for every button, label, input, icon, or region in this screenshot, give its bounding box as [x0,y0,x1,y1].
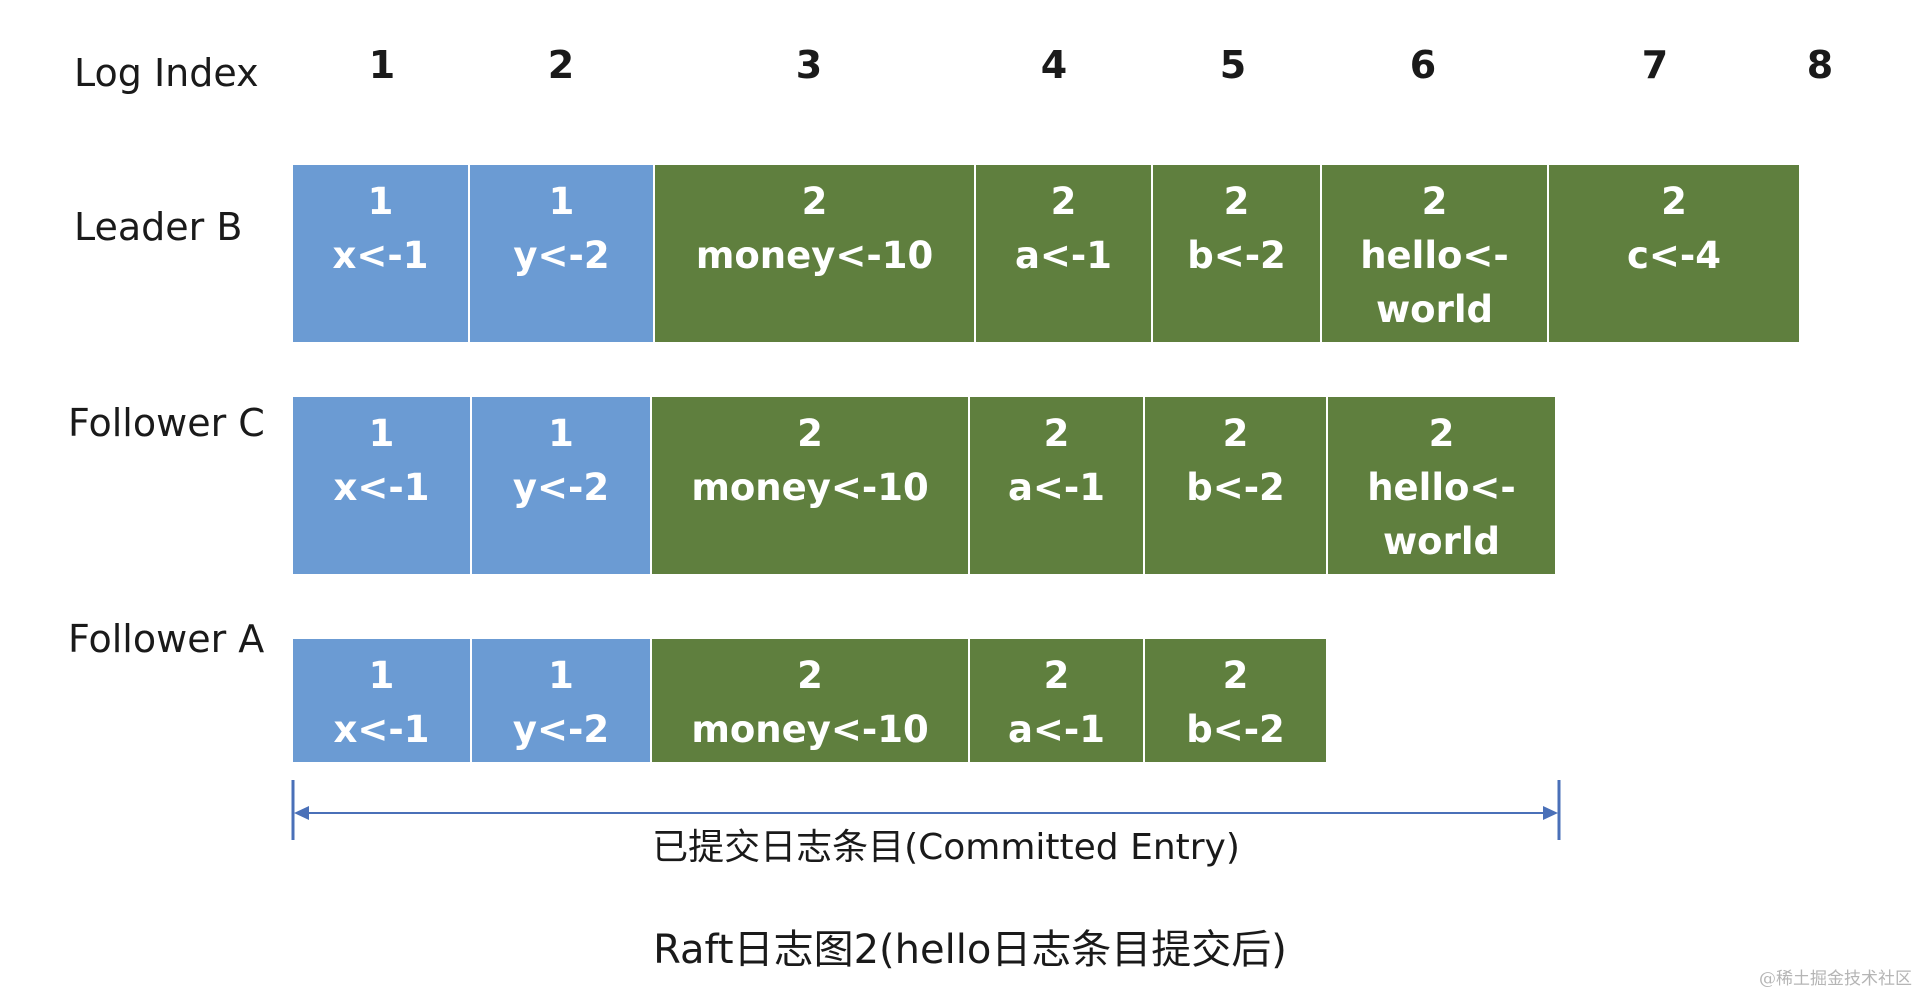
log-entry-leader-b-1: 1 x<-1 [293,165,470,342]
log-entry-leader-b-6: 2 hello<- world [1322,165,1549,342]
log-index-7: 7 [1641,43,1669,87]
log-index-label: Log Index [74,51,259,95]
row-label-leader-b: Leader B [74,205,243,249]
entry-term: 2 [1222,654,1249,697]
entry-term: 2 [1223,180,1250,223]
entry-command: c<-4 [1626,234,1722,277]
entry-command: hello<- world [1360,234,1509,331]
entry-command: hello<- world [1367,466,1516,563]
entry-term: 2 [1661,180,1687,223]
entry-term: 1 [548,180,575,223]
entry-command: b<-2 [1186,708,1285,751]
log-entry-follower-a-2: 1 y<-2 [472,639,652,762]
entry-command: x<-1 [333,466,430,509]
entry-command: a<-1 [1007,466,1106,509]
log-entry-follower-a-1: 1 x<-1 [293,639,472,762]
entry-term: 2 [1043,654,1070,697]
entry-term: 2 [1421,180,1448,223]
entry-term: 2 [797,654,823,697]
log-entry-follower-c-2: 1 y<-2 [472,397,652,574]
log-index-5: 5 [1219,43,1247,87]
entry-term: 1 [368,412,395,455]
entry-term: 1 [367,180,394,223]
entry-term: 1 [548,412,574,455]
entry-command: x<-1 [333,708,430,751]
log-index-3: 3 [795,43,823,87]
entry-term: 2 [797,412,823,455]
log-entry-follower-a-5: 2 b<-2 [1145,639,1328,762]
log-index-6: 6 [1409,43,1437,87]
log-entry-follower-c-3: 2 money<-10 [652,397,970,574]
log-entry-follower-c-5: 2 b<-2 [1145,397,1328,574]
entry-command: x<-1 [332,234,429,277]
log-entry-leader-b-3: 2 money<-10 [655,165,976,342]
committed-entry-caption: 已提交日志条目(Committed Entry) [652,827,1240,868]
log-entry-leader-b-5: 2 b<-2 [1153,165,1322,342]
log-entry-leader-b-2: 1 y<-2 [470,165,655,342]
row-label-follower-a: Follower A [68,617,265,661]
entry-term: 1 [548,654,574,697]
log-entry-follower-c-1: 1 x<-1 [293,397,472,574]
entry-command: money<-10 [695,234,934,277]
entry-term: 2 [1428,412,1455,455]
entry-command: money<-10 [691,466,929,509]
entry-term: 2 [1043,412,1070,455]
log-entry-leader-b-7: 2 c<-4 [1549,165,1801,342]
log-index-2: 2 [547,43,575,87]
diagram-title: Raft日志图2(hello日志条目提交后) [653,927,1287,973]
entry-command: y<-2 [512,708,610,751]
log-entry-follower-c-6: 2 hello<- world [1328,397,1557,574]
log-entry-follower-c-4: 2 a<-1 [970,397,1145,574]
entry-command: b<-2 [1186,466,1285,509]
log-entry-leader-b-4: 2 a<-1 [976,165,1153,342]
entry-command: a<-1 [1007,708,1106,751]
entry-term: 2 [1050,180,1077,223]
log-index-1: 1 [368,43,396,87]
entry-term: 1 [368,654,395,697]
entry-term: 2 [1222,412,1249,455]
entry-command: b<-2 [1187,234,1286,277]
entry-command: y<-2 [512,466,610,509]
watermark: @稀土掘金技术社区 [1759,969,1912,989]
arrow-head-left [294,806,309,820]
entry-term: 2 [801,180,828,223]
log-index-4: 4 [1040,43,1068,87]
entry-command: money<-10 [691,708,929,751]
arrow-head-right [1543,806,1558,820]
log-index-8: 8 [1806,43,1834,87]
row-label-follower-c: Follower C [68,401,265,445]
entry-command: y<-2 [513,234,610,277]
log-entry-follower-a-3: 2 money<-10 [652,639,970,762]
entry-command: a<-1 [1014,234,1113,277]
log-entry-follower-a-4: 2 a<-1 [970,639,1145,762]
